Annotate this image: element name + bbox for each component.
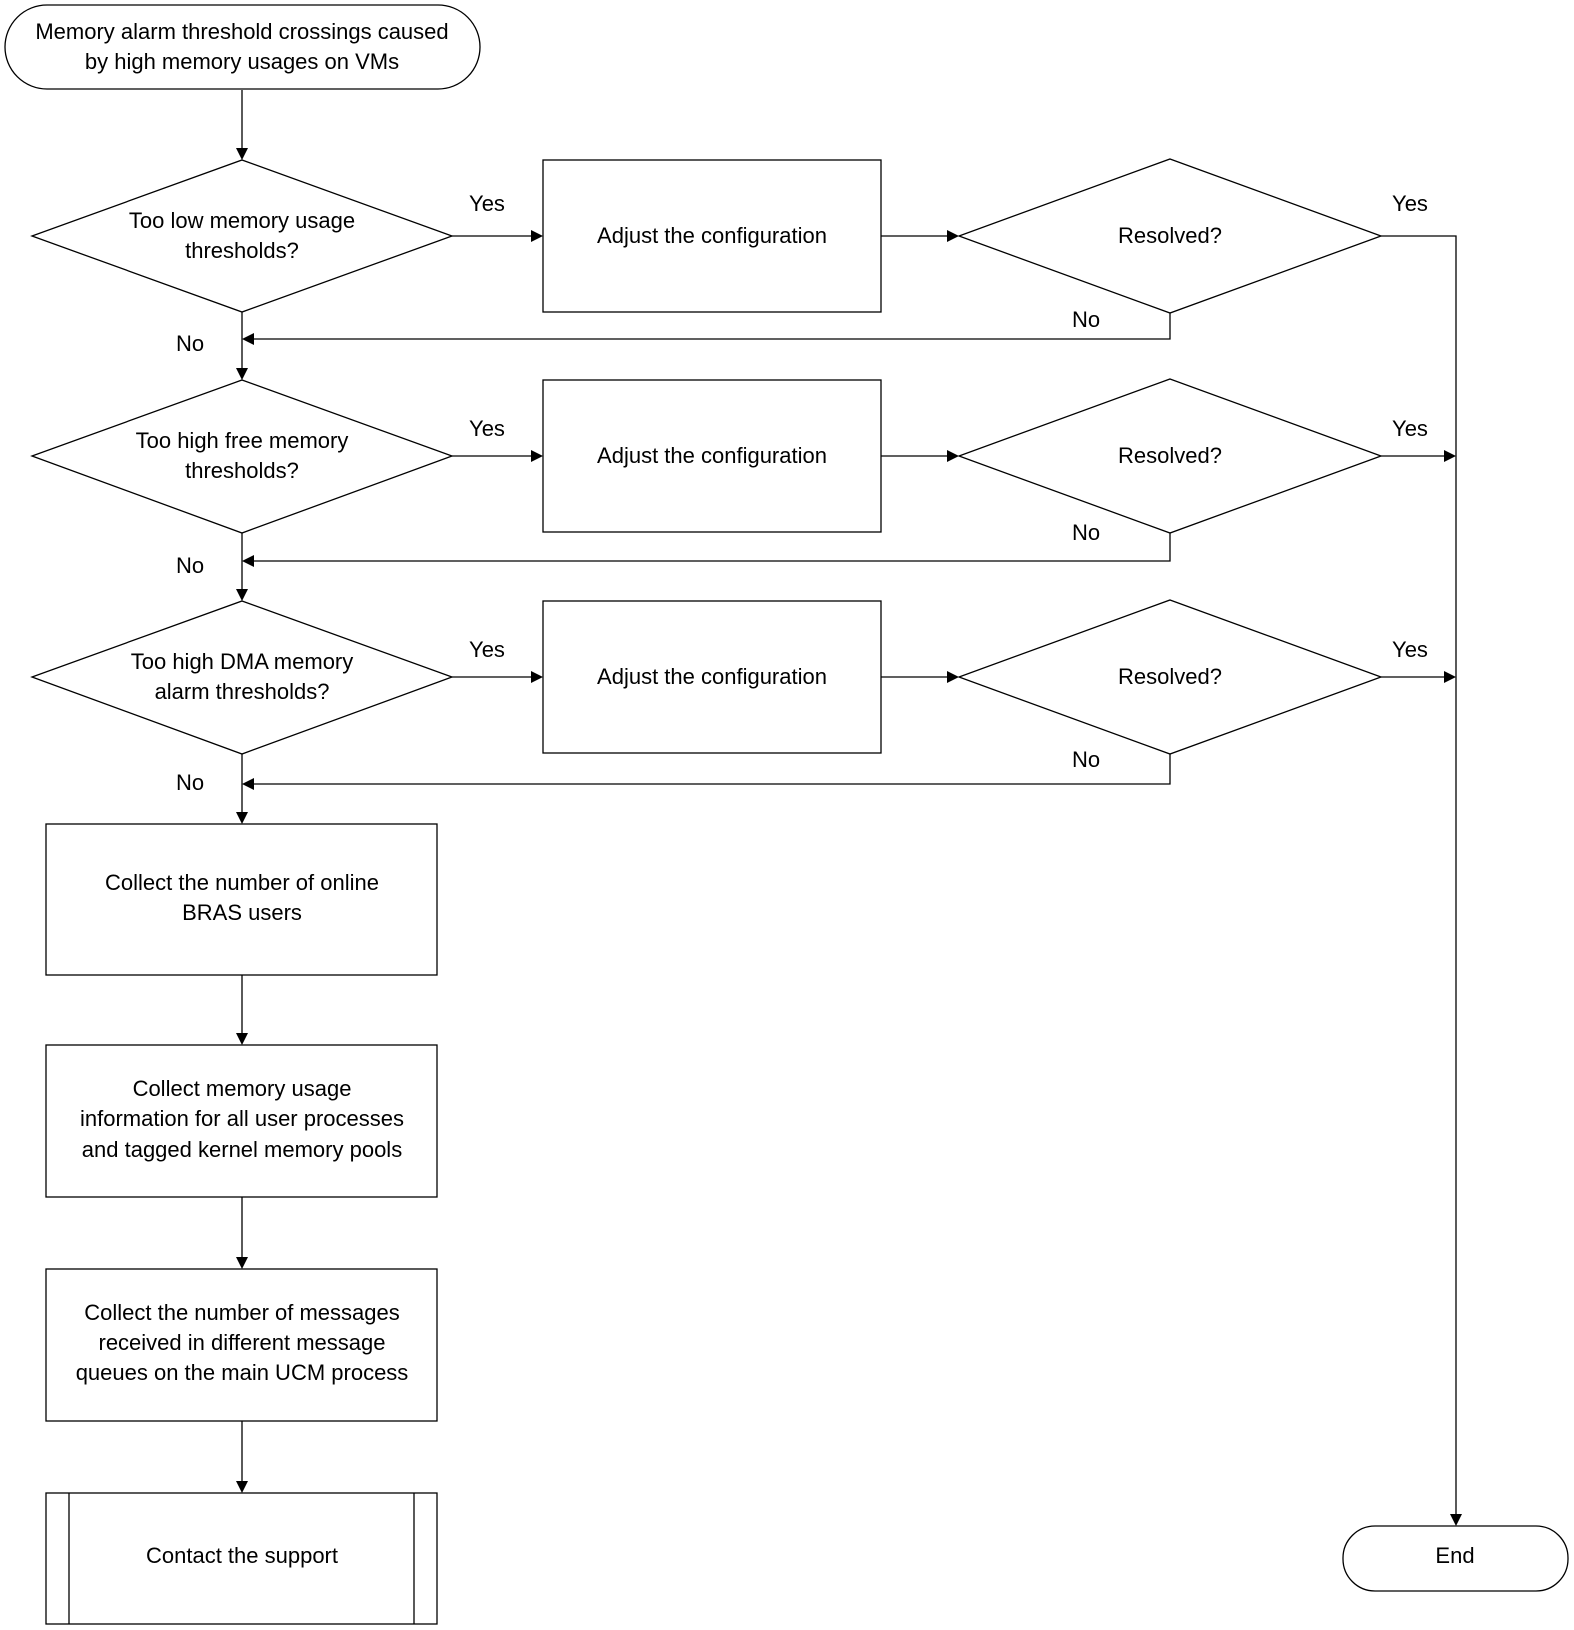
no-label-resolved-3: No xyxy=(1072,747,1100,772)
edge-resolved-1-yes-to-end xyxy=(1381,235,1457,1514)
adjust-3: Adjust the configuration xyxy=(542,600,882,754)
arrowhead xyxy=(242,778,254,790)
arrowhead xyxy=(242,333,254,345)
edge-labels: Yes Yes No No Yes Yes No No Yes Yes No N… xyxy=(176,191,1428,795)
no-label-resolved-1: No xyxy=(1072,307,1100,332)
start-label-line-1: Memory alarm threshold crossings caused xyxy=(35,19,448,44)
yes-label-resolved-1: Yes xyxy=(1392,191,1428,216)
resolved-2-label: Resolved? xyxy=(1118,443,1222,468)
collect-users-box xyxy=(45,823,438,976)
adjust-3-box xyxy=(542,600,882,754)
resolved-3-label: Resolved? xyxy=(1118,664,1222,689)
resolved-2-diamond xyxy=(957,378,1383,534)
edge-resolved-3-no xyxy=(254,754,1171,785)
arrowhead xyxy=(531,230,543,242)
arrowhead xyxy=(531,450,543,462)
collect-messages-box xyxy=(45,1268,438,1422)
resolved-1: Resolved? xyxy=(957,158,1383,314)
collect-messages-label-line-1: Collect the number of messages xyxy=(84,1300,400,1325)
resolved-1-label: Resolved? xyxy=(1118,223,1222,248)
decision-3-label-line-1: Too high DMA memory xyxy=(131,649,354,674)
collect-messages: Collect the number of messages received … xyxy=(45,1268,438,1422)
adjust-2-label: Adjust the configuration xyxy=(597,443,827,468)
start-terminator xyxy=(4,4,481,90)
no-label-resolved-2: No xyxy=(1072,520,1100,545)
collect-users-label-line-1: Collect the number of online xyxy=(105,870,379,895)
decision-3-label-line-2: alarm thresholds? xyxy=(155,679,330,704)
no-label-decision-1: No xyxy=(176,331,204,356)
decision-2-label-line-1: Too high free memory xyxy=(136,428,349,453)
collect-memory-label-line-1: Collect memory usage xyxy=(133,1076,352,1101)
arrowhead xyxy=(947,230,959,242)
collect-memory: Collect memory usage information for all… xyxy=(45,1044,438,1198)
collect-memory-box xyxy=(45,1044,438,1198)
arrowhead xyxy=(947,671,959,683)
resolved-3: Resolved? xyxy=(957,599,1383,755)
arrowhead xyxy=(242,555,254,567)
resolved-2: Resolved? xyxy=(957,378,1383,534)
arrowhead xyxy=(1444,450,1456,462)
collect-memory-label-line-3: and tagged kernel memory pools xyxy=(82,1137,402,1162)
collect-messages-label-line-2: received in different message xyxy=(99,1330,386,1355)
decision-2: Too high free memory thresholds? xyxy=(30,379,454,534)
collect-users-label-line-2: BRAS users xyxy=(182,900,302,925)
arrowhead xyxy=(236,148,248,160)
adjust-1-label: Adjust the configuration xyxy=(597,223,827,248)
arrowhead xyxy=(236,1033,248,1045)
yes-label-decision-2: Yes xyxy=(469,416,505,441)
collect-messages-label-line-3: queues on the main UCM process xyxy=(76,1360,409,1385)
arrowhead xyxy=(1450,1514,1462,1526)
decision-1-label-line-2: thresholds? xyxy=(185,238,299,263)
arrowhead xyxy=(236,368,248,380)
edge-resolved-1-no xyxy=(254,313,1171,340)
resolved-1-diamond xyxy=(957,158,1383,314)
start-node: Memory alarm threshold crossings caused … xyxy=(4,4,481,90)
yes-label-resolved-3: Yes xyxy=(1392,637,1428,662)
arrowhead xyxy=(1444,671,1456,683)
yes-label-decision-3: Yes xyxy=(469,637,505,662)
edge-resolved-2-no xyxy=(254,533,1171,562)
start-label-line-2: by high memory usages on VMs xyxy=(85,49,399,74)
decision-1-diamond xyxy=(30,159,454,313)
contact-support: Contact the support xyxy=(45,1492,438,1625)
arrowhead xyxy=(236,812,248,824)
end-terminator xyxy=(1342,1525,1569,1592)
decision-1: Too low memory usage thresholds? xyxy=(30,159,454,313)
arrowhead xyxy=(236,1257,248,1269)
no-label-decision-3: No xyxy=(176,770,204,795)
connectors xyxy=(236,90,1462,1526)
collect-users: Collect the number of online BRAS users xyxy=(45,823,438,976)
decision-3-diamond xyxy=(30,600,454,755)
adjust-3-label: Adjust the configuration xyxy=(597,664,827,689)
arrowhead xyxy=(236,1481,248,1493)
adjust-2-box xyxy=(542,379,882,533)
adjust-1-box xyxy=(542,159,882,313)
end-node: End xyxy=(1342,1525,1569,1592)
decision-2-diamond xyxy=(30,379,454,534)
decision-2-label-line-2: thresholds? xyxy=(185,458,299,483)
arrowhead xyxy=(531,671,543,683)
end-label: End xyxy=(1435,1543,1474,1568)
no-label-decision-2: No xyxy=(176,553,204,578)
adjust-2: Adjust the configuration xyxy=(542,379,882,533)
contact-support-label: Contact the support xyxy=(146,1543,338,1568)
yes-label-resolved-2: Yes xyxy=(1392,416,1428,441)
yes-label-decision-1: Yes xyxy=(469,191,505,216)
arrowhead xyxy=(236,589,248,601)
resolved-3-diamond xyxy=(957,599,1383,755)
adjust-1: Adjust the configuration xyxy=(542,159,882,313)
contact-support-box xyxy=(45,1492,438,1625)
decision-1-label-line-1: Too low memory usage xyxy=(129,208,355,233)
decision-3: Too high DMA memory alarm thresholds? xyxy=(30,600,454,755)
arrowhead xyxy=(947,450,959,462)
collect-memory-label-line-2: information for all user processes xyxy=(80,1106,404,1131)
